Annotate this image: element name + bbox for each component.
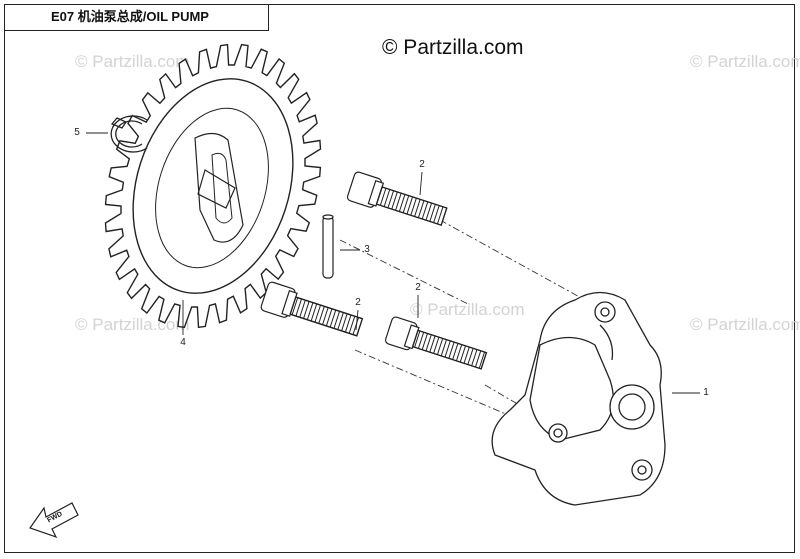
- callout-5: 5: [74, 127, 80, 138]
- dowel-pin-part: [322, 214, 334, 279]
- watermark: © Partzilla.com: [410, 300, 525, 319]
- gear-teeth: [104, 43, 322, 329]
- callout-2-right: 2: [415, 282, 421, 293]
- diagram-title: E07 机油泵总成/OIL PUMP: [4, 4, 269, 31]
- bolt-top-part: [346, 171, 448, 226]
- bolt-right-part: [384, 316, 488, 370]
- callout-2-left: 2: [355, 297, 361, 308]
- watermark: © Partzilla.com: [690, 315, 800, 334]
- leader-lines: [86, 132, 700, 394]
- watermark: © Partzilla.com: [75, 52, 190, 71]
- assembly-lines: [339, 219, 586, 421]
- callout-1: 1: [703, 387, 709, 398]
- callout-3: 3: [364, 244, 370, 255]
- gear-part: [104, 43, 322, 329]
- fwd-arrow-icon: [29, 502, 79, 539]
- circlip-part: [110, 115, 148, 153]
- callout-4: 4: [180, 337, 186, 348]
- oil-pump-part: [491, 291, 666, 506]
- bolt-left-part: [260, 281, 364, 337]
- copyright-notice: © Partzilla.com: [382, 36, 524, 59]
- diagram-border: [4, 4, 795, 553]
- watermark: © Partzilla.com: [690, 52, 800, 71]
- callout-2-top: 2: [419, 159, 425, 170]
